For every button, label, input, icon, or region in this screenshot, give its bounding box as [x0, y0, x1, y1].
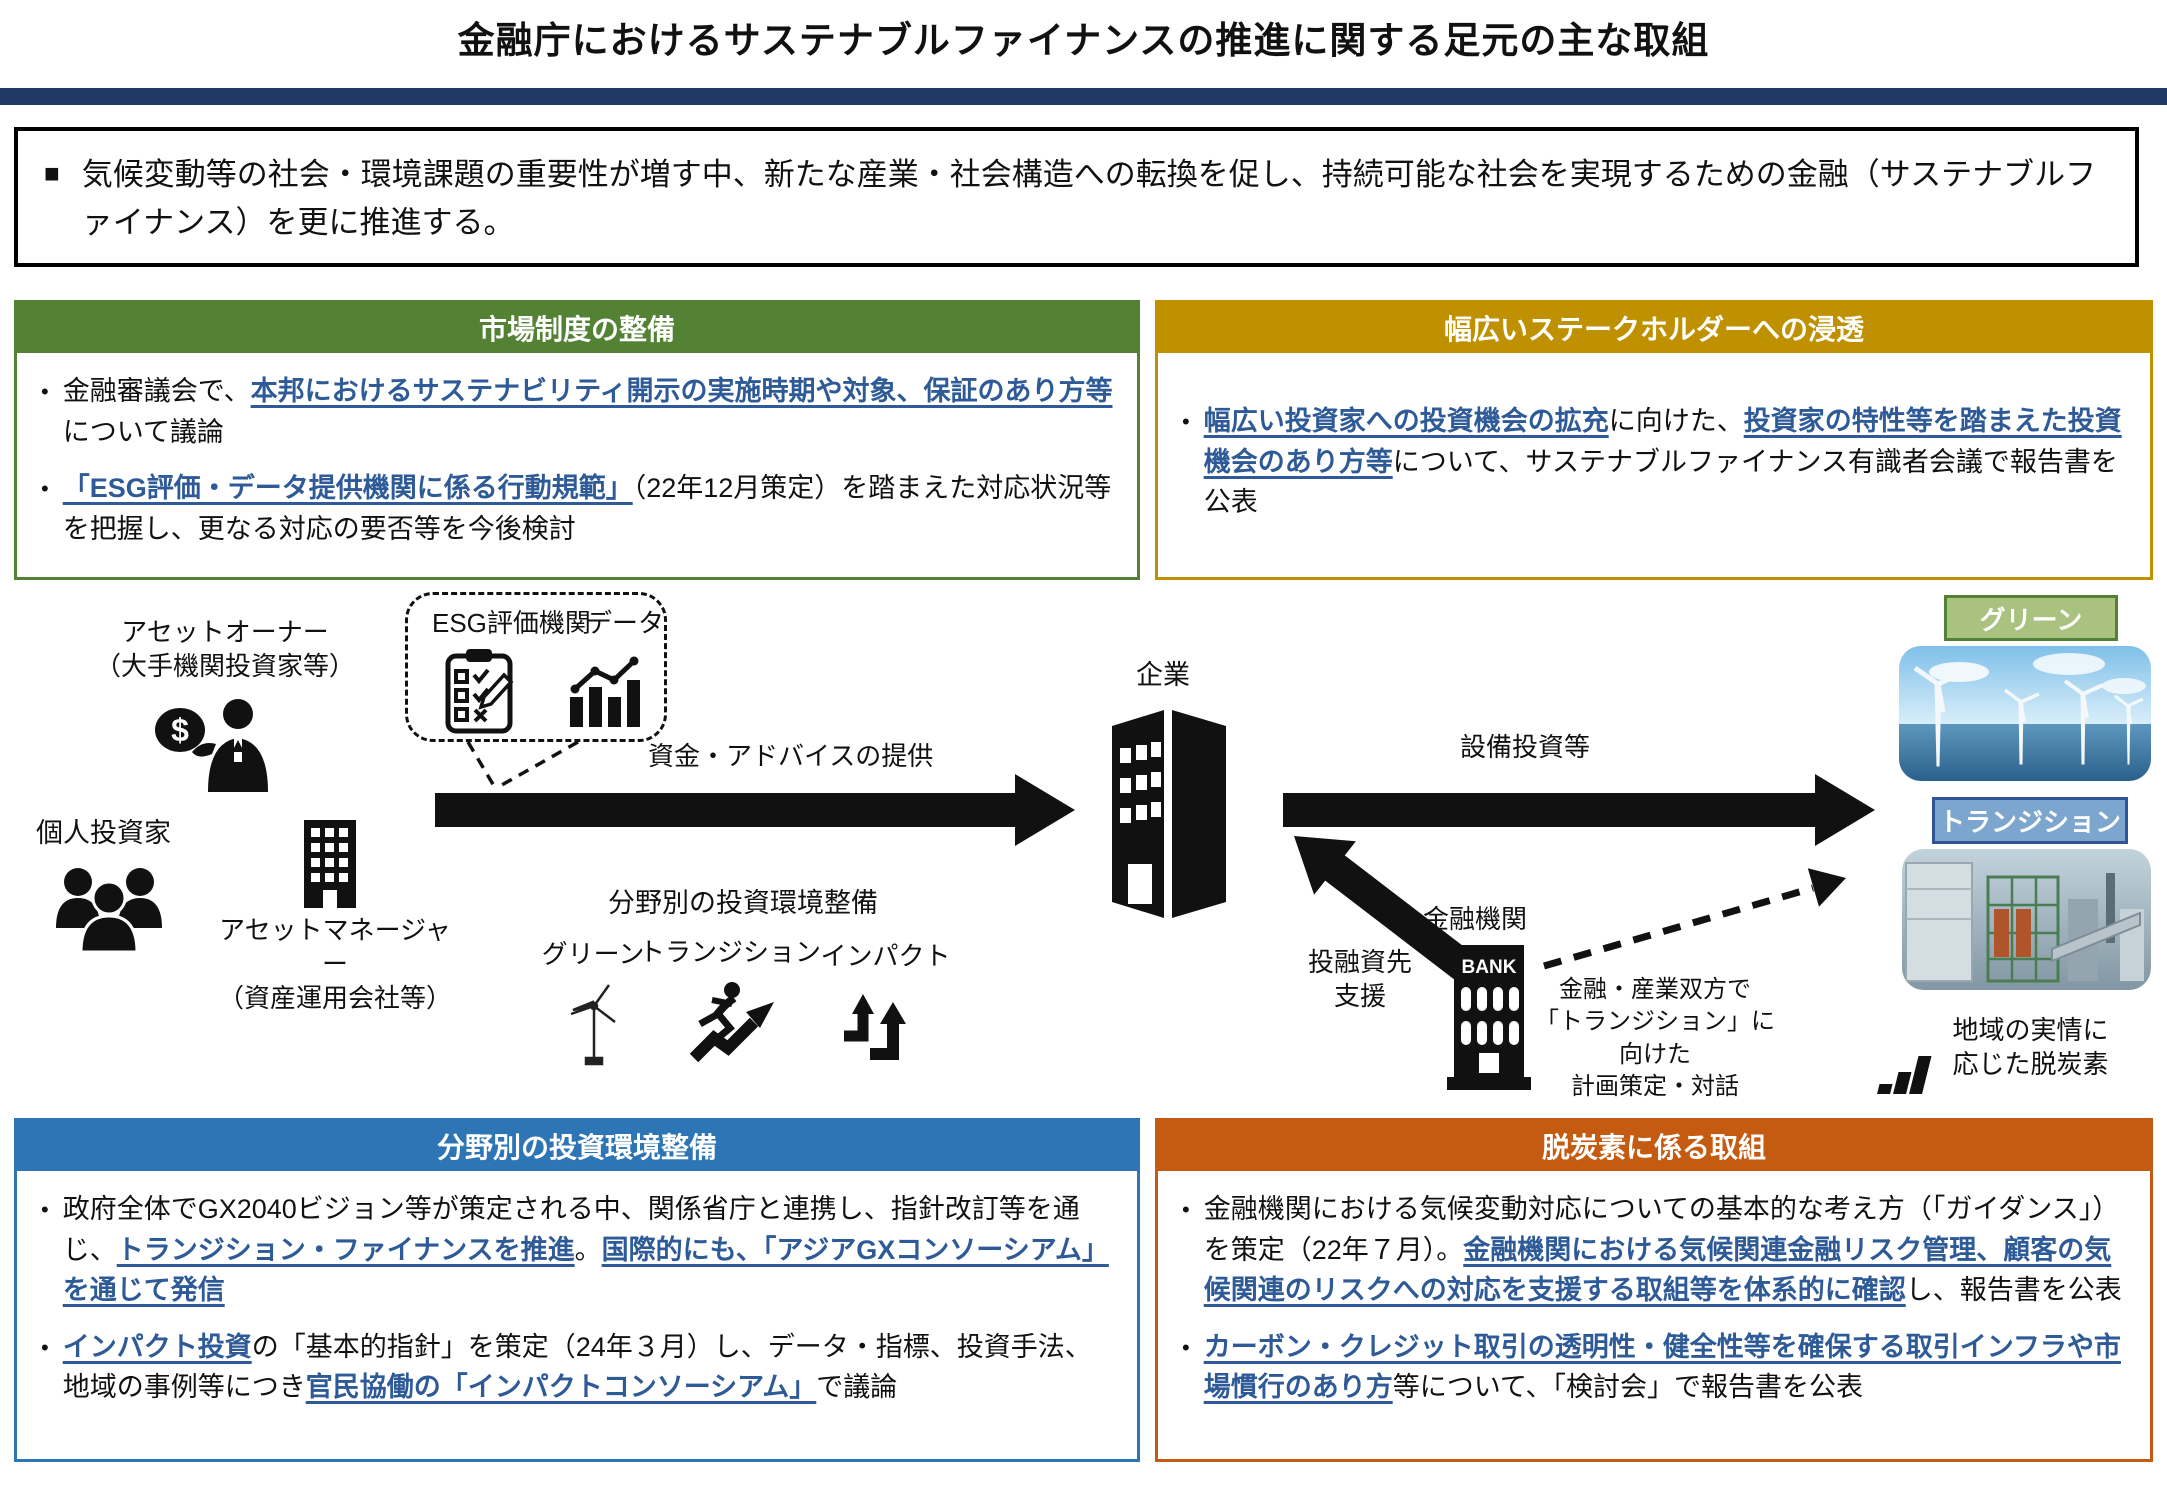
- plain-text: 。: [574, 1234, 602, 1265]
- plain-text: 金融審議会で、: [62, 376, 251, 406]
- stakeholder-bullet-row-1: • 幅広い投資家への投資機会の拡充に向けた、投資家の特性等を踏まえた投資機会のあ…: [1182, 401, 2126, 523]
- panel-decarbon-title: 脱炭素に係る取組: [1158, 1121, 2150, 1171]
- panel-sector-title: 分野別の投資環境整備: [17, 1121, 1137, 1171]
- page-title: 金融庁におけるサステナブルファイナンスの推進に関する足元の主な取組: [457, 20, 1710, 61]
- sector-bullet-row-1: • 政府全体でGX2040ビジョン等が策定される中、関係省庁と連携し、指針改訂等…: [41, 1189, 1113, 1311]
- panel-sector-body: • 政府全体でGX2040ビジョン等が策定される中、関係省庁と連携し、指針改訂等…: [17, 1171, 1137, 1408]
- bullet-marker: •: [41, 379, 49, 404]
- transition-tag: トランジション: [1932, 797, 2128, 844]
- esg-data-bubble: ESG評価機関 データ: [405, 592, 667, 742]
- dollar-sign: $: [171, 712, 189, 748]
- panel-market-body: • 金融審議会で、本邦におけるサステナビリティ開示の実施時期や対象、保証のあり方…: [17, 353, 1137, 549]
- clipboard-checklist-icon: [444, 647, 514, 735]
- esg-agency-label: ESG評価機関: [432, 608, 591, 638]
- market-bullet-row-1: • 金融審議会で、本邦におけるサステナビリティ開示の実施時期や対象、保証のあり方…: [41, 371, 1113, 452]
- emphasis-link-text: インパクト投資: [62, 1331, 252, 1362]
- funds-advice-label: 資金・アドバイスの提供: [648, 741, 934, 771]
- asset-manager-label: アセットマネージャー（資産運用会社等）: [217, 915, 452, 1013]
- green-tag: グリーン: [1944, 595, 2118, 641]
- arrow-bank-to-company: [1284, 828, 1504, 1003]
- wind-farm-photo: [1899, 646, 2151, 781]
- impact-arrows-icon: [840, 986, 914, 1060]
- intro-text: 気候変動等の社会・環境課題の重要性が増す中、新たな産業・社会構造への転換を促し、…: [81, 157, 2097, 241]
- bank-icon: BANK: [1447, 941, 1531, 1099]
- industrial-plant-photo: [1902, 849, 2151, 990]
- stakeholder-bullet-1: 幅広い投資家への投資機会の拡充に向けた、投資家の特性等を踏まえた投資機会のあり方…: [1204, 401, 2126, 523]
- emphasis-link-text: 幅広い投資家への投資機会の拡充: [1203, 406, 1609, 436]
- sector-item-green: グリーン: [541, 939, 645, 969]
- transition-dialogue-label: 金融・産業双方で「トランジション」に向けた計画策定・対話: [1535, 976, 1775, 1101]
- plain-text: （22年12月策定）を踏まえた対応状況等を把握し、更なる対応の要否等を今後検討: [62, 473, 1112, 544]
- panel-market-systems: 市場制度の整備 • 金融審議会で、本邦におけるサステナビリティ開示の実施時期や対…: [14, 300, 1140, 580]
- sector-bullet-row-2: • インパクト投資の「基本的指針」を策定（24年３月）し、データ・指標、投資手法…: [41, 1327, 1113, 1408]
- plain-text: で議論: [816, 1372, 898, 1402]
- bullet-marker: •: [41, 476, 49, 501]
- regional-decarbon-label: 地域の実情に応じた脱炭素: [1952, 1015, 2109, 1079]
- market-bullet-2: 「ESG評価・データ提供機関に係る行動規範」（22年12月策定）を踏まえた対応状…: [63, 468, 1113, 549]
- individual-investors-icon: [50, 854, 168, 956]
- panel-stakeholder-title: 幅広いステークホルダーへの浸透: [1158, 303, 2150, 353]
- decarbon-bullet-2: カーボン・クレジット取引の透明性・健全性等を確保する取引インフラや市場慣行のあり…: [1204, 1327, 2126, 1408]
- growth-chart-icon: [566, 651, 646, 731]
- transition-runner-icon: [688, 978, 776, 1066]
- plain-text: について議論: [62, 416, 224, 447]
- decarbon-bullet-1: 金融機関における気候変動対応についての基本的な考え方（「ガイダンス」）を策定（2…: [1204, 1189, 2126, 1311]
- emphasis-link-text: カーボン・クレジット取引の透明性・健全性等を確保する取引インフラや市場慣行のあり…: [1203, 1331, 2121, 1403]
- lending-support-label: 投融資先支援: [1307, 947, 1412, 1011]
- panel-stakeholder-reach: 幅広いステークホルダーへの浸透 • 幅広い投資家への投資機会の拡充に向けた、投資…: [1155, 300, 2153, 580]
- panel-stakeholder-body: • 幅広い投資家への投資機会の拡充に向けた、投資家の特性等を踏まえた投資機会のあ…: [1158, 353, 2150, 523]
- sector-item-transition: トランジション: [638, 937, 821, 967]
- decarbon-bullet-row-1: • 金融機関における気候変動対応についての基本的な考え方（「ガイダンス」）を策定…: [1182, 1189, 2126, 1311]
- bullet-marker: •: [1182, 1334, 1190, 1360]
- plain-text: 等について、「検討会」で報告書を公表: [1392, 1372, 1864, 1402]
- company-label: 企業: [1136, 660, 1190, 690]
- plain-text: 政府全体でGX2040ビジョン等が策定される中、関係省庁と連携し、指針改訂等を通…: [62, 1194, 1080, 1265]
- plain-text: 金融機関における気候変動対応についての基本的な考え方（「ガイダンス」）を策定（2…: [1203, 1194, 2120, 1265]
- company-building-icon: [1104, 696, 1234, 934]
- plain-text: に向けた、: [1608, 406, 1744, 436]
- bullet-marker: •: [41, 1334, 49, 1360]
- individual-investor-label: 個人投資家: [36, 818, 171, 848]
- capex-label: 設備投資等: [1460, 732, 1591, 762]
- sector-bullet-2: インパクト投資の「基本的指針」を策定（24年３月）し、データ・指標、投資手法、地…: [63, 1327, 1113, 1408]
- bullet-marker: •: [1182, 409, 1190, 434]
- stairs-icon: [1876, 1042, 1938, 1098]
- emphasis-link-text: 金融機関における気候関連金融リスク管理、顧客の気候関連のリスクへの対応を支援する…: [1203, 1234, 2112, 1306]
- emphasis-link-text: 官民協働の「インパクトコンソーシアム」: [305, 1372, 817, 1402]
- financial-institution-label: 金融機関: [1423, 904, 1528, 934]
- emphasis-link-text: 国際的にも、「アジアGXコンソーシアム」を通じて発信: [62, 1234, 1109, 1306]
- emphasis-link-text: 投資家の特性等を踏まえた投資機会のあり方等: [1203, 406, 2122, 477]
- intro-bullet-marker: ■: [44, 158, 60, 188]
- plain-text: の「基本的指針」を策定（24年３月）し、データ・指標、投資手法、地域の事例等につ…: [62, 1331, 1092, 1403]
- plain-text: について、サステナブルファイナンス有識者会議で報告書を公表: [1203, 446, 2118, 518]
- intro-box: ■ 気候変動等の社会・環境課題の重要性が増す中、新たな産業・社会構造への転換を促…: [14, 127, 2139, 267]
- emphasis-link-text: 「ESG評価・データ提供機関に係る行動規範」: [62, 473, 633, 503]
- emphasis-link-text: トランジション・ファイナンスを推進: [116, 1234, 575, 1265]
- sector-item-impact: インパクト: [820, 941, 951, 971]
- panel-decarbon-body: • 金融機関における気候変動対応についての基本的な考え方（「ガイダンス」）を策定…: [1158, 1171, 2150, 1408]
- asset-owner-icon: $: [150, 696, 290, 792]
- market-bullet-row-2: • 「ESG評価・データ提供機関に係る行動規範」（22年12月策定）を踏まえた対…: [41, 468, 1113, 549]
- bubble-tail: [452, 740, 592, 790]
- sector-env-title: 分野別の投資環境整備: [608, 888, 878, 918]
- wind-turbine-icon: [563, 980, 625, 1068]
- panel-market-title: 市場制度の整備: [17, 303, 1137, 353]
- title-divider: [0, 88, 2167, 105]
- bullet-marker: •: [41, 1197, 49, 1222]
- asset-owner-label: アセットオーナー（大手機関投資家等）: [94, 617, 355, 681]
- arrow-funds-to-company: [435, 774, 1075, 846]
- plain-text: し、報告書を公表: [1905, 1275, 2122, 1305]
- dashed-arrow-transition: [1538, 860, 1858, 980]
- bank-sign: BANK: [1462, 957, 1517, 978]
- market-bullet-1: 金融審議会で、本邦におけるサステナビリティ開示の実施時期や対象、保証のあり方等に…: [63, 371, 1113, 452]
- sector-bullet-1: 政府全体でGX2040ビジョン等が策定される中、関係省庁と連携し、指針改訂等を通…: [63, 1189, 1113, 1311]
- emphasis-link-text: 本邦におけるサステナビリティ開示の実施時期や対象、保証のあり方等: [250, 376, 1113, 406]
- arrow-capex: [1283, 774, 1875, 846]
- bullet-marker: •: [1182, 1197, 1190, 1222]
- data-label: データ: [586, 608, 665, 638]
- panel-sector-environment: 分野別の投資環境整備 • 政府全体でGX2040ビジョン等が策定される中、関係省…: [14, 1118, 1140, 1462]
- decarbon-bullet-row-2: • カーボン・クレジット取引の透明性・健全性等を確保する取引インフラや市場慣行の…: [1182, 1327, 2126, 1408]
- panel-decarbonization: 脱炭素に係る取組 • 金融機関における気候変動対応についての基本的な考え方（「ガ…: [1155, 1118, 2153, 1462]
- asset-manager-building-icon: [298, 818, 362, 912]
